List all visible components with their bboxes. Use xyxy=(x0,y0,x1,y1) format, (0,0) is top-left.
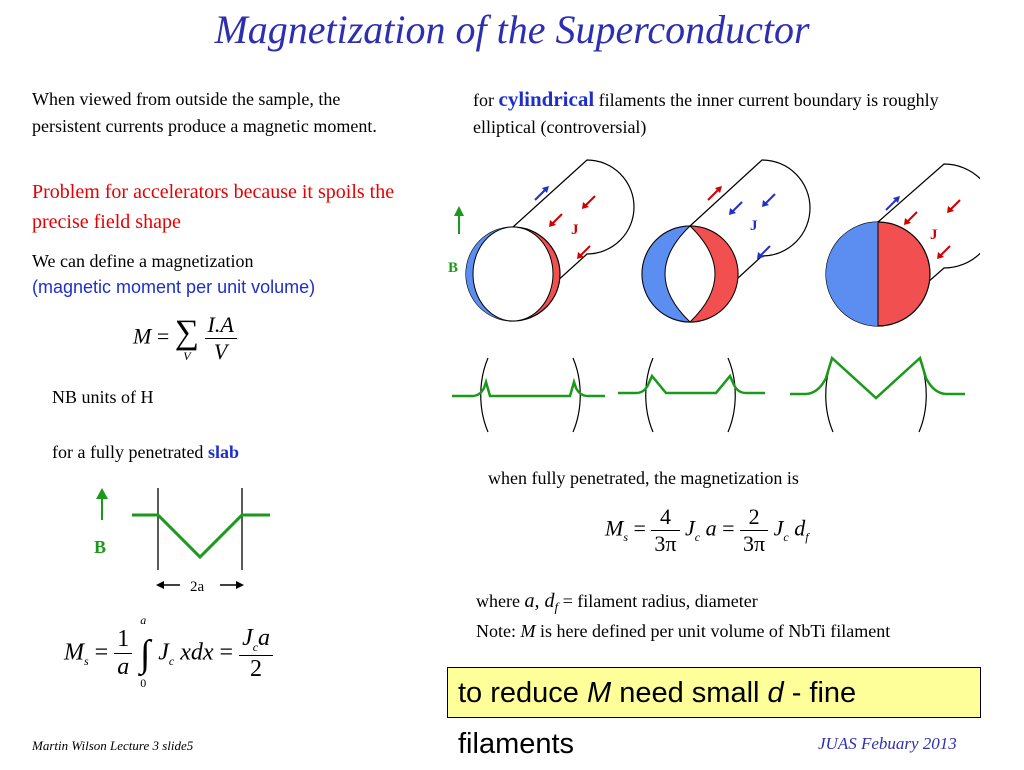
callout-prefix: to reduce xyxy=(458,677,587,709)
cylinder-2: J xyxy=(641,159,811,323)
cylinder-1: J xyxy=(465,159,635,322)
eq2-a: a xyxy=(117,654,130,681)
sum-subscript: V xyxy=(183,348,191,363)
note-var: M xyxy=(520,621,536,641)
cyl2-j-label: J xyxy=(750,218,758,234)
slab-prefix: for a fully penetrated xyxy=(52,442,208,462)
field-profile-3 xyxy=(790,355,965,433)
problem-text: Problem for accelerators because it spoi… xyxy=(32,181,395,233)
eq3-jc-sub: c xyxy=(694,529,701,544)
cylindrical-text: for cylindrical filaments the inner curr… xyxy=(473,86,973,141)
callout-mid: need small xyxy=(611,677,768,709)
sum-symbol: ∑ xyxy=(174,313,199,351)
footer-left: Martin Wilson Lecture 3 slide5 xyxy=(32,738,194,753)
dim-right-arrowhead xyxy=(236,581,244,589)
eq1-denominator: V xyxy=(213,339,228,364)
eq3-a: a xyxy=(705,515,717,541)
eq2-jc-sub: c xyxy=(168,654,175,669)
field-profile-1 xyxy=(452,357,605,433)
conclusion-callout: to reduce M need small d - fine filament… xyxy=(447,667,981,760)
eq2-equals: = xyxy=(94,639,109,666)
magnetization-equation: M = ∑ V I.A V xyxy=(133,312,237,365)
b-label: B xyxy=(94,537,106,557)
slab-text: for a fully penetrated slab xyxy=(52,439,239,466)
eq3-jc: J xyxy=(685,515,695,541)
where-text: where a, df = filament radius, diameter xyxy=(476,588,758,621)
footer-right: JUAS Febuary 2013 xyxy=(818,734,957,753)
b-arrowhead xyxy=(96,488,108,499)
eq3-d1: 3π xyxy=(654,531,677,556)
int-upper: a xyxy=(140,612,147,627)
where-prefix: where xyxy=(476,591,525,611)
width-label: 2a xyxy=(190,579,205,595)
define-text: We can define a magnetization xyxy=(32,251,254,271)
note-rest: is here defined per unit volume of NbTi … xyxy=(535,621,891,641)
eq3-d-sub: f xyxy=(805,529,809,544)
eq3-lhs: M xyxy=(605,515,624,541)
cyl1-j-label: J xyxy=(571,222,579,238)
eq3-equals: = xyxy=(633,515,646,541)
callout-d: d xyxy=(767,677,784,709)
define-paren-text: (magnetic moment per unit volume) xyxy=(32,277,316,297)
eq1-lhs: M xyxy=(133,323,152,349)
field-profile-2 xyxy=(618,357,765,433)
where-sub: f xyxy=(554,599,559,615)
int-lower: 0 xyxy=(140,675,147,690)
integral-sign: ∫ xyxy=(140,632,151,675)
eq2-lhs: M xyxy=(64,639,84,666)
eq2-dx: xdx xyxy=(180,639,214,666)
field-profile xyxy=(132,513,270,560)
dim-left-arrowhead xyxy=(156,581,164,589)
note-prefix: Note: xyxy=(476,621,521,641)
eq2-lhs-sub: s xyxy=(84,654,89,669)
where-vars: a, d xyxy=(524,590,555,612)
nb-units-text: NB units of H xyxy=(52,387,154,407)
slab-diagram: B 2a xyxy=(94,488,270,595)
cyl-b-arrowhead xyxy=(454,206,464,216)
eq3-jc-sub-2: c xyxy=(783,529,789,544)
callout-m: M xyxy=(586,677,612,709)
eq3-n1: 4 xyxy=(651,504,680,531)
eq3-jc-2: J xyxy=(773,515,784,541)
eq2-num-j: J xyxy=(242,625,253,651)
eq3-d2: 3π xyxy=(743,531,766,556)
eq1-numerator: I.A xyxy=(204,312,237,339)
eq3-n2: 2 xyxy=(740,504,769,531)
cyl-word: cylindrical xyxy=(498,87,595,111)
eq2-num-a: a xyxy=(258,625,271,651)
cylinder-3: J xyxy=(825,163,980,327)
callout-suffix: - fine filaments xyxy=(458,677,857,760)
eq2-equals-2: = xyxy=(219,639,234,666)
cyl-b-label: B xyxy=(448,260,458,276)
eq3-d: d xyxy=(794,515,806,541)
eq3-equals-2: = xyxy=(722,515,735,541)
page-title: Magnetization of the Superconductor xyxy=(214,7,810,52)
cyl3-j-label: J xyxy=(930,227,938,243)
note-text: Note: M is here defined per unit volume … xyxy=(476,618,890,645)
fully-penetrated-text: when fully penetrated, the magnetization… xyxy=(488,468,799,488)
cyl1-inner-boundary xyxy=(472,227,554,321)
cylinder-diagram: B J J xyxy=(448,159,980,433)
cyl-rest: filaments the inner current boundary is … xyxy=(473,90,939,137)
eq1-equals: = xyxy=(156,323,170,349)
where-rest: = filament radius, diameter xyxy=(558,591,758,611)
cyl-prefix: for xyxy=(473,90,499,110)
intro-text: When viewed from outside the sample, the… xyxy=(32,89,377,136)
eq2-den: 2 xyxy=(250,655,263,682)
slab-word: slab xyxy=(207,442,239,462)
eq2-jc: J xyxy=(158,639,169,666)
eq3-lhs-sub: s xyxy=(623,529,628,544)
eq2-one: 1 xyxy=(114,626,133,655)
eq2-num-sub: c xyxy=(252,639,259,654)
